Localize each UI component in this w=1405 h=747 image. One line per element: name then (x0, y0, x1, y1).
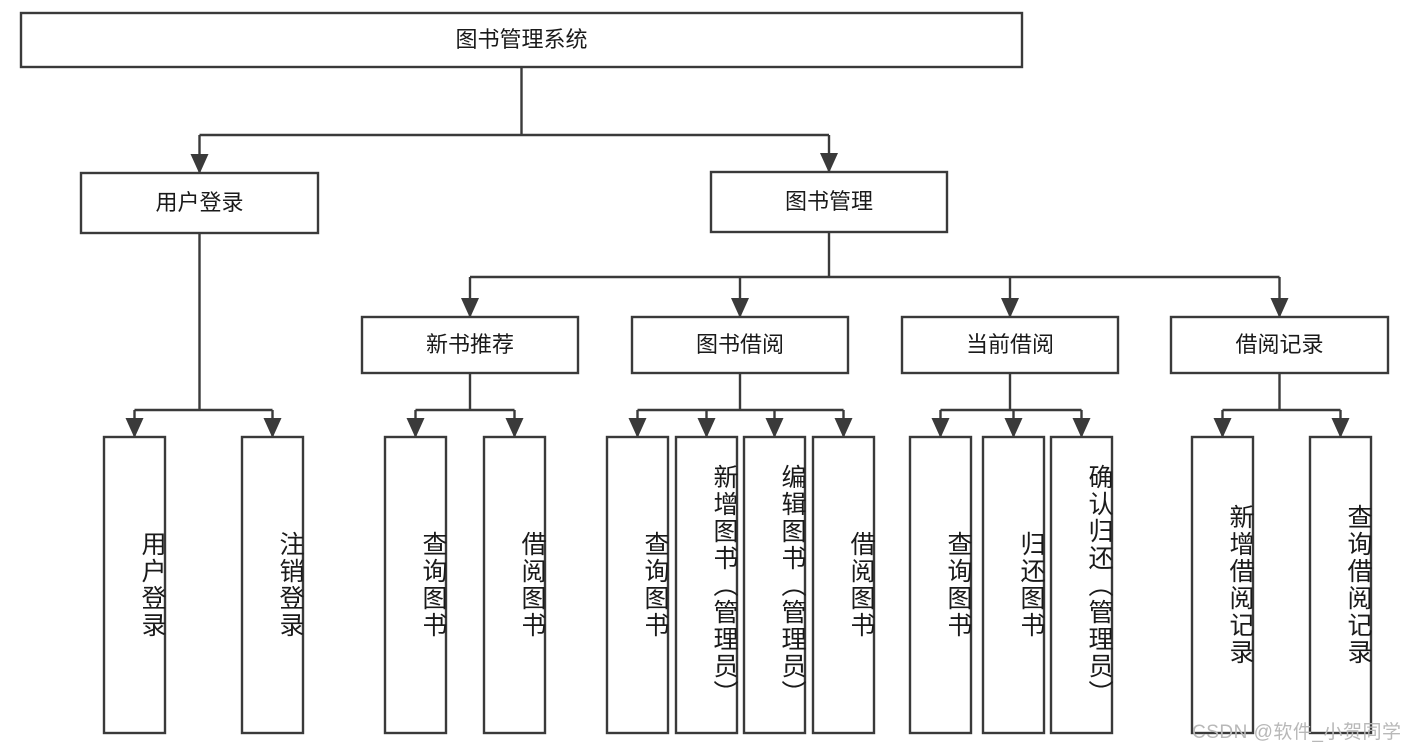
node-box-current-borrow[interactable] (900, 315, 1120, 375)
arrow-head-icon (731, 298, 749, 318)
node-box-user-login[interactable] (79, 171, 320, 235)
node-leaf-confirm-return[interactable] (1049, 435, 1114, 735)
node-label-user-login: 用户登录 (155, 190, 243, 215)
node-user-login[interactable] (79, 171, 320, 235)
node-new-book-recommend[interactable] (360, 315, 580, 375)
arrow-head-icon (697, 418, 716, 438)
node-label-current-borrow: 当前借阅 (966, 332, 1054, 357)
node-box-leaf-return-book[interactable] (981, 435, 1046, 735)
node-label-new-book-recommend: 新书推荐 (426, 332, 514, 357)
csdn-watermark: CSDN @软件_小贺同学 (1192, 722, 1402, 743)
node-box-book-borrow[interactable] (630, 315, 850, 375)
node-box-leaf-user-login[interactable] (102, 435, 167, 735)
node-book-borrow[interactable] (630, 315, 850, 375)
arrow-head-icon (931, 418, 950, 438)
node-box-leaf-add-record[interactable] (1190, 435, 1255, 735)
node-box-root[interactable] (19, 11, 1024, 69)
arrow-head-icon (1004, 418, 1023, 438)
node-box-leaf-query-book-2[interactable] (605, 435, 670, 735)
node-box-leaf-borrow-book-2[interactable] (811, 435, 876, 735)
node-current-borrow[interactable] (900, 315, 1120, 375)
node-leaf-borrow-book-1[interactable] (482, 435, 547, 735)
node-leaf-add-record[interactable] (1190, 435, 1255, 735)
node-leaf-query-book-2[interactable] (605, 435, 670, 735)
arrow-head-icon (834, 418, 853, 438)
node-box-leaf-logout[interactable] (240, 435, 305, 735)
node-leaf-user-login[interactable] (102, 435, 167, 735)
node-box-leaf-add-book[interactable] (674, 435, 739, 735)
node-book-manage[interactable] (709, 170, 949, 234)
node-box-new-book-recommend[interactable] (360, 315, 580, 375)
node-leaf-logout[interactable] (240, 435, 305, 735)
arrow-head-icon (1213, 418, 1232, 438)
node-box-leaf-borrow-book-1[interactable] (482, 435, 547, 735)
arrow-head-icon (1331, 418, 1350, 438)
connector-layer (125, 67, 1350, 438)
node-box-book-manage[interactable] (709, 170, 949, 234)
arrow-head-icon (1270, 298, 1289, 318)
arrow-head-icon (263, 418, 282, 438)
node-box-leaf-query-record[interactable] (1308, 435, 1373, 735)
arrow-head-icon (125, 418, 144, 438)
node-box-borrow-record[interactable] (1169, 315, 1390, 375)
node-leaf-edit-book[interactable] (742, 435, 807, 735)
node-label-book-manage: 图书管理 (785, 189, 873, 214)
arrow-head-icon (1001, 298, 1019, 318)
node-leaf-query-book-1[interactable] (383, 435, 448, 735)
node-box-leaf-edit-book[interactable] (742, 435, 807, 735)
node-leaf-return-book[interactable] (981, 435, 1046, 735)
arrow-head-icon (461, 298, 479, 318)
arrow-head-icon (765, 418, 784, 438)
arrow-head-icon (628, 418, 647, 438)
arrow-head-icon (1072, 418, 1091, 438)
node-leaf-query-book-3[interactable] (908, 435, 973, 735)
node-borrow-record[interactable] (1169, 315, 1390, 375)
node-leaf-add-book[interactable] (674, 435, 739, 735)
arrow-head-icon (190, 154, 209, 174)
node-leaf-borrow-book-2[interactable] (811, 435, 876, 735)
arrow-head-icon (820, 153, 838, 173)
node-box-layer (19, 11, 1390, 735)
node-box-leaf-confirm-return[interactable] (1049, 435, 1114, 735)
node-label-borrow-record: 借阅记录 (1235, 332, 1323, 357)
arrow-head-icon (505, 418, 524, 438)
node-label-root: 图书管理系统 (455, 27, 587, 52)
node-box-leaf-query-book-3[interactable] (908, 435, 973, 735)
node-root[interactable] (19, 11, 1024, 69)
node-box-leaf-query-book-1[interactable] (383, 435, 448, 735)
node-leaf-query-record[interactable] (1308, 435, 1373, 735)
node-label-book-borrow: 图书借阅 (696, 332, 784, 357)
arrow-head-icon (406, 418, 425, 438)
